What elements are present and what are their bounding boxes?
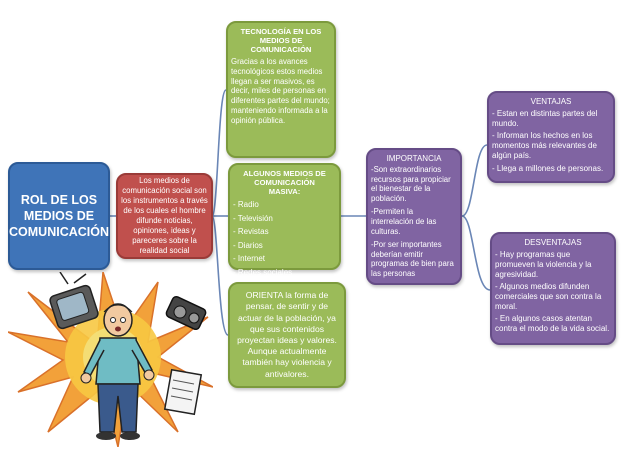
connector-importancia-desventajas: [461, 215, 491, 291]
radio-icon: [165, 295, 207, 331]
television-icon: [49, 272, 99, 330]
connector-definition-tecnologia: [211, 89, 227, 217]
ventajas-item: - Informan los hechos en los momentos má…: [492, 131, 597, 160]
importancia-item: -Por ser importantes deberían emitir pro…: [371, 240, 454, 278]
tecnologia-text: Gracias a los avances tecnológicos estos…: [231, 57, 330, 125]
importancia-item: -Son extraordinarios recursos para propi…: [371, 165, 451, 203]
orienta-text: ORIENTA la forma de pensar, de sentir y …: [237, 290, 337, 379]
desventajas-node: DESVENTAJAS - Hay programas que promueve…: [490, 232, 616, 345]
ventajas-title: VENTAJAS: [530, 97, 572, 106]
ventajas-node: VENTAJAS - Estan en distintas partes del…: [487, 91, 615, 183]
desventajas-item: - En algunos casos atentan contra el mod…: [495, 314, 610, 333]
desventajas-item: - Hay programas que promueven la violenc…: [495, 250, 592, 279]
newspaper-icon: [163, 368, 203, 416]
importancia-item: -Permiten la interrelación de las cultur…: [371, 207, 437, 236]
ventajas-item: - Llega a millones de personas.: [492, 164, 604, 173]
cartoon-illustration: [8, 272, 213, 447]
desventajas-item: - Algunos medios difunden comerciales qu…: [495, 282, 602, 311]
importancia-title: IMPORTANCIA: [386, 154, 442, 163]
tecnologia-title: TECNOLOGÍA EN LOS MEDIOS DE COMUNICACIÓN: [240, 27, 322, 54]
tecnologia-node: TECNOLOGÍA EN LOS MEDIOS DE COMUNICACIÓN…: [226, 21, 336, 158]
masivos-item: - Radio: [233, 200, 259, 209]
masivos-title: ALGUNOS MEDIOS DE COMUNICACIÓN MASIVA:: [243, 169, 326, 196]
definition-text: Los medios de comunicación social son lo…: [121, 176, 208, 255]
importancia-node: IMPORTANCIA -Son extraordinarios recurso…: [366, 148, 462, 285]
root-node: ROL DE LOS MEDIOS DE COMUNICACIÓN: [8, 162, 110, 270]
masivos-item: - Revistas: [233, 227, 269, 236]
root-title: ROL DE LOS MEDIOS DE COMUNICACIÓN: [9, 193, 109, 239]
masivos-item: - Internet: [233, 254, 266, 263]
masivos-item: - Diarios: [233, 240, 263, 250]
orienta-node: ORIENTA la forma de pensar, de sentir y …: [228, 282, 346, 388]
connector-importancia-ventajas: [461, 144, 488, 217]
desventajas-title: DESVENTAJAS: [524, 238, 582, 247]
masivos-item: - Redes sociales: [233, 267, 293, 277]
person-icon: [80, 303, 155, 440]
masivos-list: - Radio - Televisión - Revistas - Diario…: [233, 198, 336, 279]
connector-definition-orienta: [211, 215, 229, 336]
ventajas-item: - Estan en distintas partes del mundo.: [492, 109, 598, 128]
masivos-item: - Televisión: [233, 213, 273, 223]
definition-node: Los medios de comunicación social son lo…: [116, 173, 213, 259]
masivos-node: ALGUNOS MEDIOS DE COMUNICACIÓN MASIVA: -…: [228, 163, 341, 277]
